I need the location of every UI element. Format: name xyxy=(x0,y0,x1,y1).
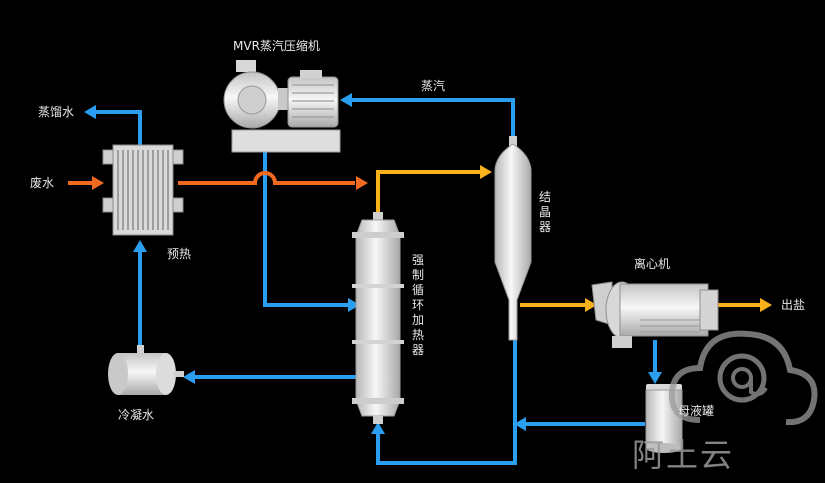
steam-arrows xyxy=(84,93,662,434)
arrow-to-tank xyxy=(648,372,662,384)
watermark-text: 阿土云 xyxy=(632,436,735,474)
arrow-to-compressor xyxy=(340,93,352,107)
plate-preheater xyxy=(102,144,184,236)
arrow-to-crystallizer xyxy=(480,165,492,179)
centrifuge xyxy=(591,281,719,348)
arrow-waste-in xyxy=(92,176,104,190)
steam-pipes xyxy=(93,98,657,465)
watermark-logo xyxy=(668,330,818,426)
feed-pipes xyxy=(68,171,355,185)
product-pipes xyxy=(376,170,760,307)
arrow-feed-right xyxy=(356,176,368,190)
waste-water-label: 废水 xyxy=(30,176,55,190)
mother-liquor-label: 母液罐 xyxy=(678,404,715,418)
arrow-salt-out xyxy=(760,298,772,312)
compressed-steam-line xyxy=(263,150,352,307)
arrow-to-drum xyxy=(183,370,195,384)
distilled-water-label: 蒸馏水 xyxy=(38,105,75,119)
preheated-feed-line xyxy=(178,171,355,185)
compressor-label: MVR蒸汽压缩机 xyxy=(233,39,320,53)
product-arrows xyxy=(480,165,772,312)
forced-heater-label: 强制循环加热器 xyxy=(411,253,424,357)
arrow-distilled-out xyxy=(84,105,96,119)
salt-out-label: 出盐 xyxy=(781,298,806,312)
mvr-compressor xyxy=(223,60,341,153)
arrow-to-heater-bottom xyxy=(371,422,385,434)
preheat-label: 预热 xyxy=(167,247,192,261)
arrow-to-heater xyxy=(348,298,360,312)
arrow-tank-return xyxy=(514,417,526,431)
crystallizer xyxy=(494,136,532,341)
arrow-to-centrifuge xyxy=(585,298,597,312)
arrow-to-preheater xyxy=(133,240,147,252)
centrifuge-label: 离心机 xyxy=(634,257,671,271)
heater-to-crystallizer-line xyxy=(376,170,480,213)
condensate-drum xyxy=(108,345,184,395)
feed-arrows xyxy=(92,176,368,190)
distilled-water-line xyxy=(93,110,142,145)
steam-label: 蒸汽 xyxy=(421,79,446,93)
steam-line-to-compressor xyxy=(348,98,515,140)
crystallizer-label: 结晶器 xyxy=(538,190,551,234)
cooling-water-label: 冷凝水 xyxy=(118,408,155,422)
forced-circulation-heater xyxy=(352,212,404,424)
circulation-return-line xyxy=(376,340,517,465)
